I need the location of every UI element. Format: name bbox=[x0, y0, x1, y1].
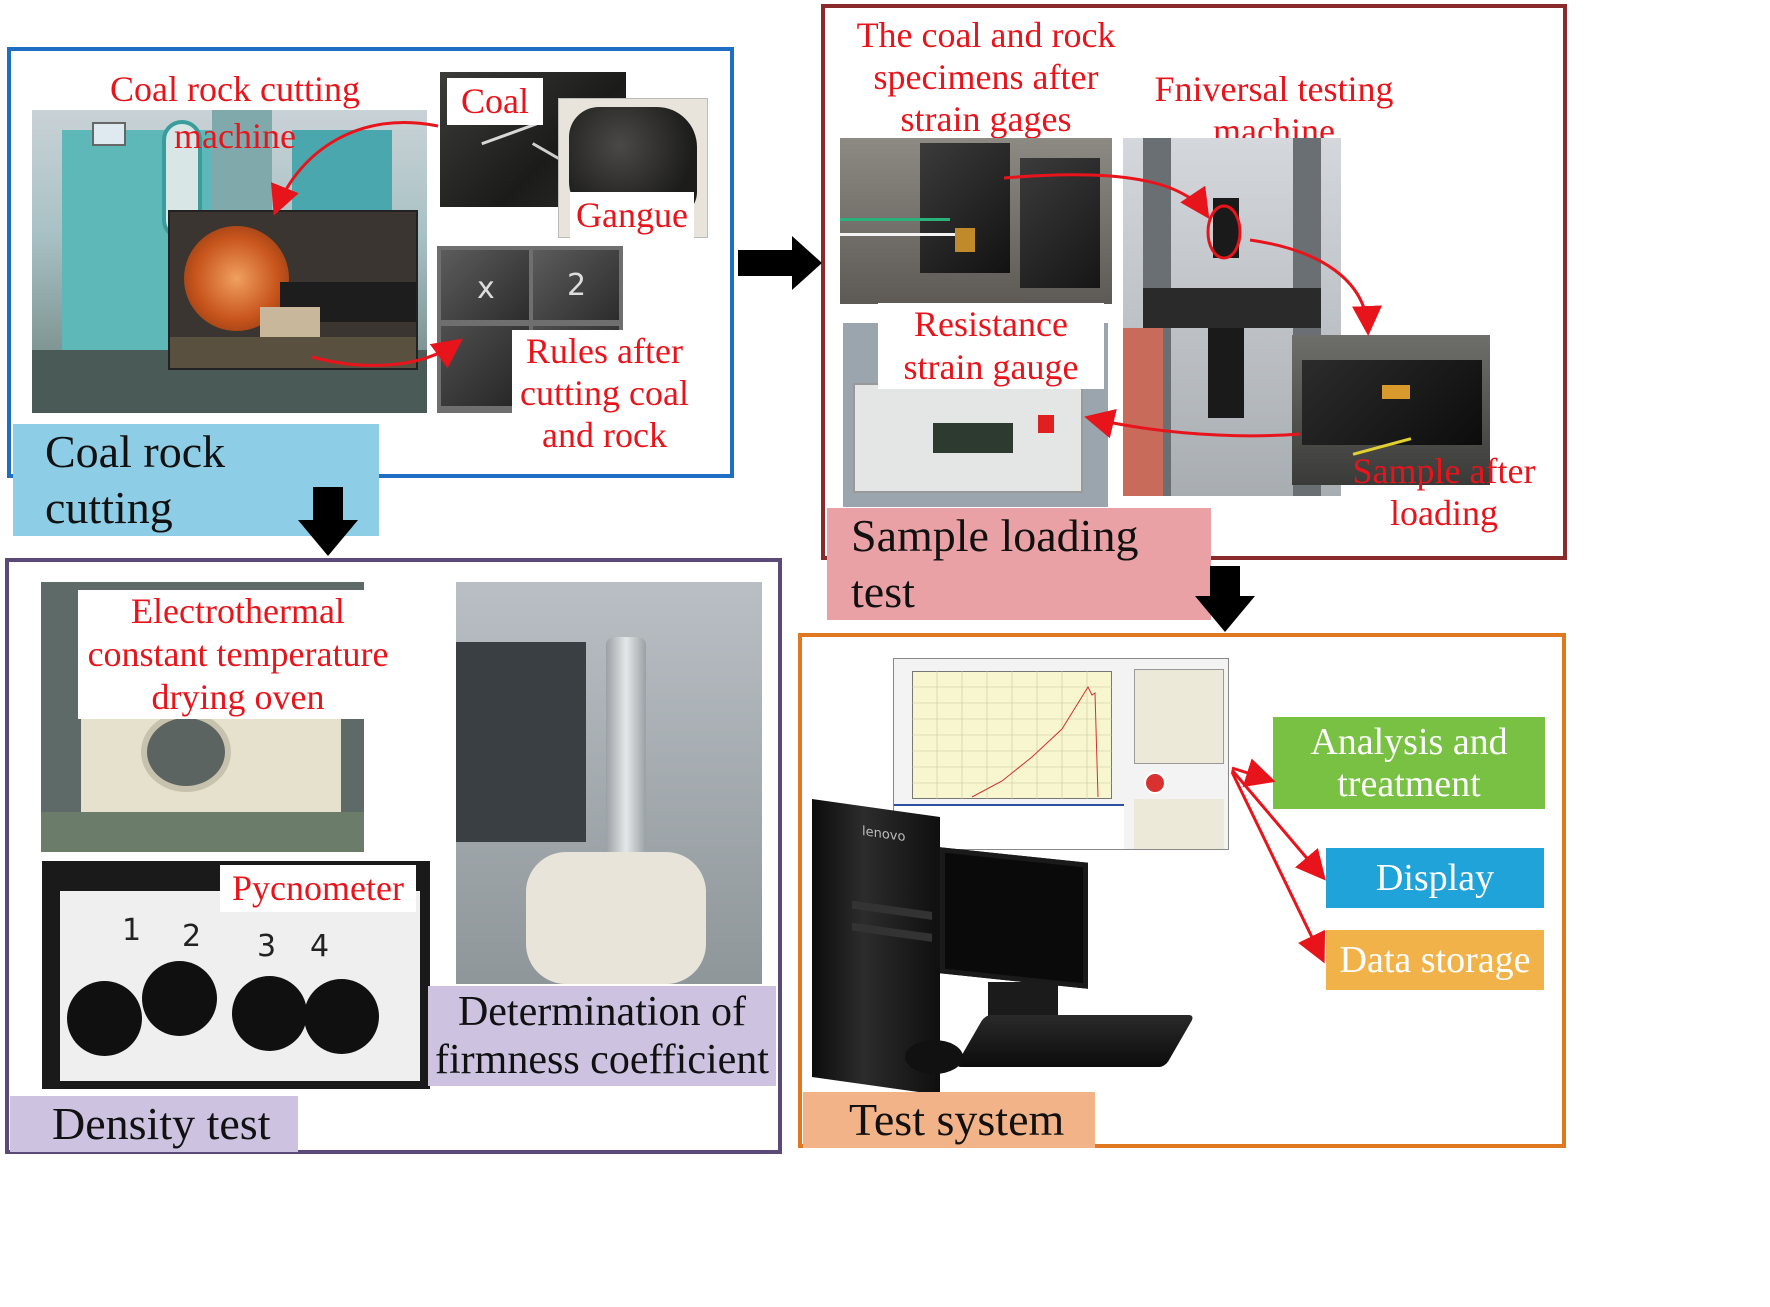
system-section-title: Test system bbox=[803, 1092, 1095, 1148]
cutting-machine-label: Coal rock cutting machine bbox=[110, 69, 360, 156]
load-curve-line bbox=[971, 685, 1099, 798]
analysis-and-treatment-box: Analysis and treatment bbox=[1273, 717, 1545, 809]
load-curve-chart bbox=[912, 671, 1112, 799]
keyboard bbox=[954, 1015, 1196, 1067]
test-software-screenshot bbox=[893, 658, 1229, 850]
firmness-coefficient-label: Determination of firmness coefficient bbox=[428, 986, 776, 1086]
rules-after-cutting-label: Rules after cutting coal and rock bbox=[512, 330, 697, 456]
cutting-section-title: Coal rock cutting bbox=[13, 424, 379, 536]
gangue-label: Gangue bbox=[570, 192, 694, 239]
coal-label: Coal bbox=[447, 78, 543, 125]
loading-section-title: Sample loading test bbox=[827, 508, 1211, 620]
pycnometer-flask-1 bbox=[67, 981, 142, 1056]
data-storage-box: Data storage bbox=[1326, 930, 1544, 990]
display-box: Display bbox=[1326, 848, 1544, 908]
mouse bbox=[905, 1040, 963, 1074]
pycnometer-number-2: 2 bbox=[182, 919, 202, 954]
drying-oven-label: Electrothermal constant temperature dryi… bbox=[78, 590, 398, 719]
tower-brand-label: lenovo bbox=[862, 824, 906, 846]
pycnometer-number-3: 3 bbox=[257, 929, 277, 964]
pycnometer-flask-3 bbox=[232, 976, 307, 1051]
pycnometer-number-1: 1 bbox=[122, 913, 142, 948]
resistance-strain-gauge-label: Resistance strain gauge bbox=[878, 303, 1104, 389]
pycnometer-number-4: 4 bbox=[310, 929, 330, 964]
monitor bbox=[940, 847, 1088, 989]
pycnometer-label: Pycnometer bbox=[220, 865, 416, 912]
specimens-label: The coal and rock specimens after strain… bbox=[856, 15, 1116, 139]
pycnometer-flask-2 bbox=[142, 961, 217, 1036]
loaded-sample-photo bbox=[1292, 335, 1490, 485]
saw-closeup-photo bbox=[168, 210, 418, 370]
strain-gage-specimens-photo bbox=[840, 138, 1112, 304]
sample-after-loading-label: Sample after loading bbox=[1352, 451, 1536, 533]
firmness-apparatus-photo bbox=[456, 582, 762, 984]
pycnometer-flask-4 bbox=[304, 979, 379, 1054]
flow-arrow-cutting-to-loading bbox=[738, 236, 822, 290]
density-section-title: Density test bbox=[10, 1096, 298, 1152]
